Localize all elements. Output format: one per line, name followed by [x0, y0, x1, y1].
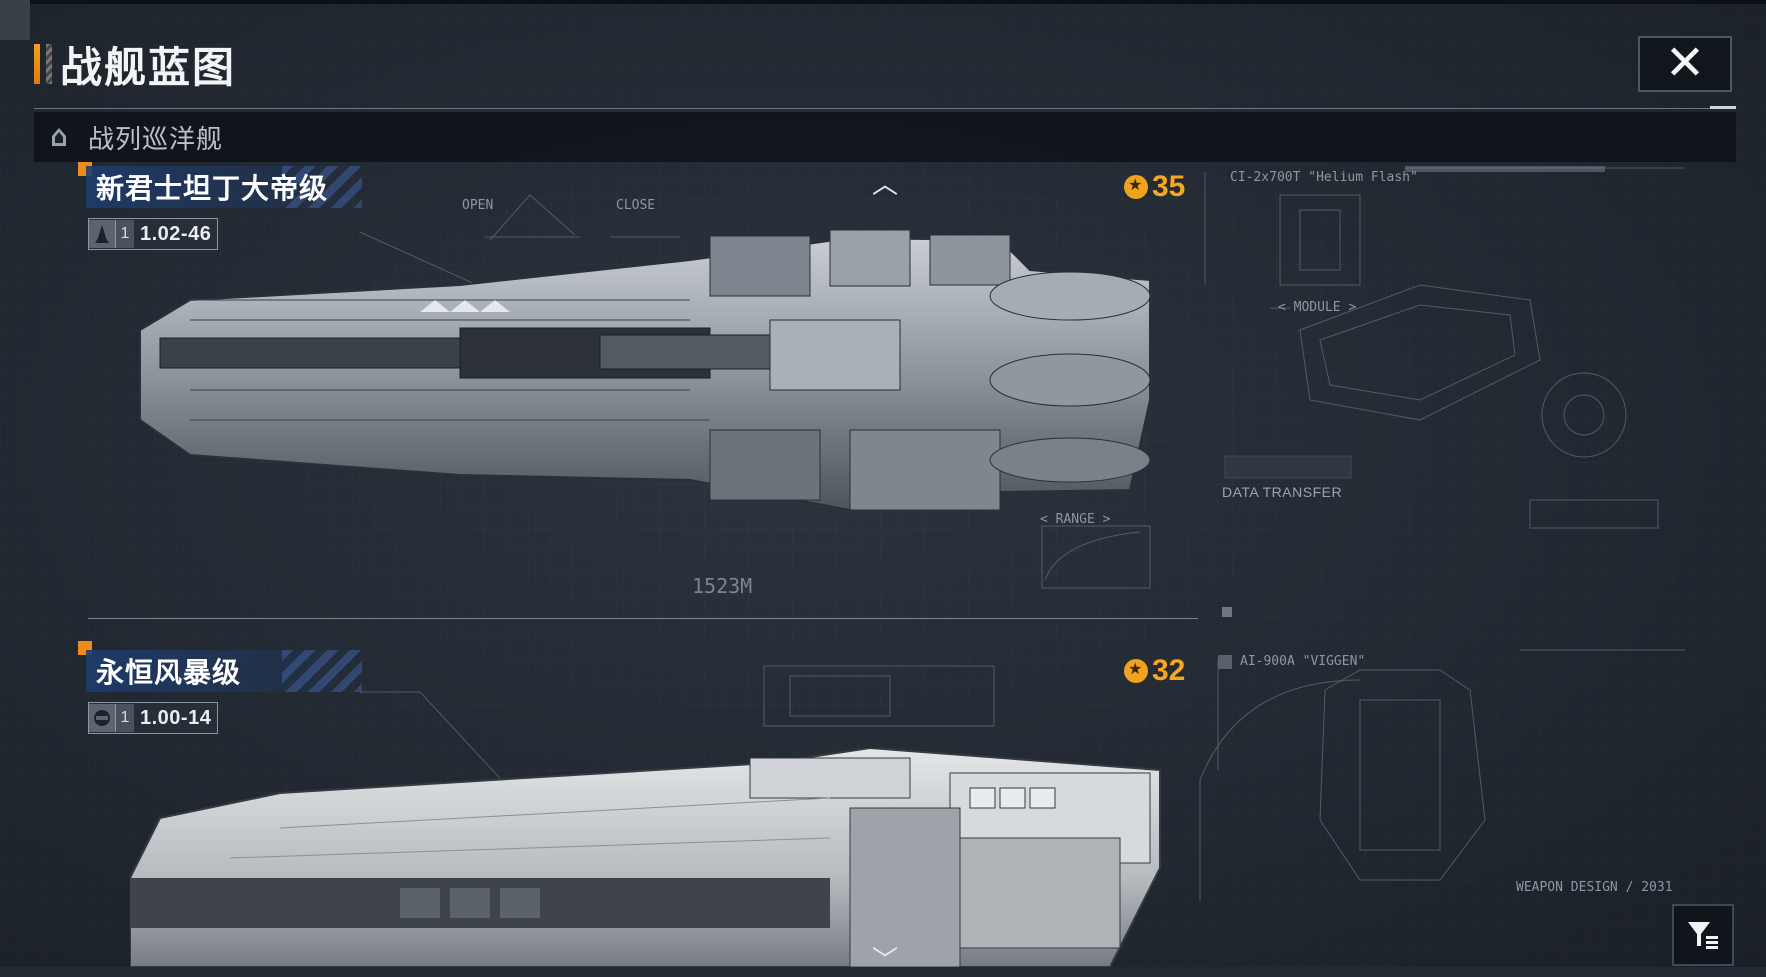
title-group: 战舰蓝图	[34, 42, 236, 91]
ship-stat-box: 1 1.00-14	[88, 702, 219, 734]
ship-version: 1.00-14	[140, 706, 212, 729]
weapon-label: WEAPON DESIGN / 2031	[1516, 880, 1673, 895]
score-value: 32	[1152, 654, 1186, 687]
ship-model-2[interactable]	[130, 748, 1170, 967]
ship-score: 32	[1124, 654, 1185, 688]
ship-length: 1523M	[692, 574, 753, 598]
module-label: < MODULE >	[1278, 300, 1357, 315]
ship-score: 35	[1124, 170, 1185, 204]
category-label: 战列巡洋舰	[88, 123, 224, 154]
blueprint-label: AI-900A "VIGGEN"	[1240, 654, 1366, 669]
ship-tier: 1	[115, 220, 134, 248]
header-divider-tick	[1710, 106, 1736, 109]
ship-version: 1.02-46	[140, 222, 212, 245]
close-button[interactable]: ✕	[1638, 36, 1732, 92]
ship-name: 永恒风暴级	[96, 657, 242, 688]
title-accent-bar	[34, 44, 40, 84]
close-label: CLOSE	[616, 198, 656, 213]
data-transfer-label: DATA TRANSFER	[1222, 484, 1343, 500]
rank-star-icon	[1124, 175, 1148, 199]
category-bar[interactable]: 战列巡洋舰	[34, 112, 1736, 162]
filter-icon	[1688, 922, 1718, 949]
range-label: < RANGE >	[1040, 512, 1111, 527]
filter-button[interactable]	[1672, 904, 1734, 966]
blueprint-label: CI-2x700T "Helium Flash"	[1230, 170, 1418, 185]
scroll-down-icon[interactable]: ﹀	[872, 945, 899, 975]
ship-tier: 1	[115, 704, 134, 732]
ship-name: 新君士坦丁大帝级	[96, 173, 329, 204]
ship-type-icon	[89, 704, 115, 732]
open-label: OPEN	[462, 198, 494, 213]
title-stripe-bar	[46, 44, 52, 84]
length-ruler	[88, 618, 1198, 619]
close-icon: ✕	[1664, 37, 1706, 90]
ship-class-icon	[52, 128, 66, 146]
top-edge	[0, 0, 1766, 4]
page-title: 战舰蓝图	[60, 43, 237, 91]
rank-star-icon	[1124, 659, 1148, 683]
ship-stat-box: 1 1.02-46	[88, 218, 219, 250]
ship-type-icon	[89, 220, 115, 248]
ship-model-1[interactable]	[130, 230, 1160, 540]
ship-name-plate[interactable]: 永恒风暴级	[86, 650, 362, 692]
score-value: 35	[1152, 170, 1186, 203]
header-divider	[34, 108, 1734, 109]
corner-block	[0, 0, 30, 40]
ship-name-plate[interactable]: 新君士坦丁大帝级	[86, 166, 362, 208]
scroll-up-icon[interactable]: ︿	[872, 169, 899, 199]
